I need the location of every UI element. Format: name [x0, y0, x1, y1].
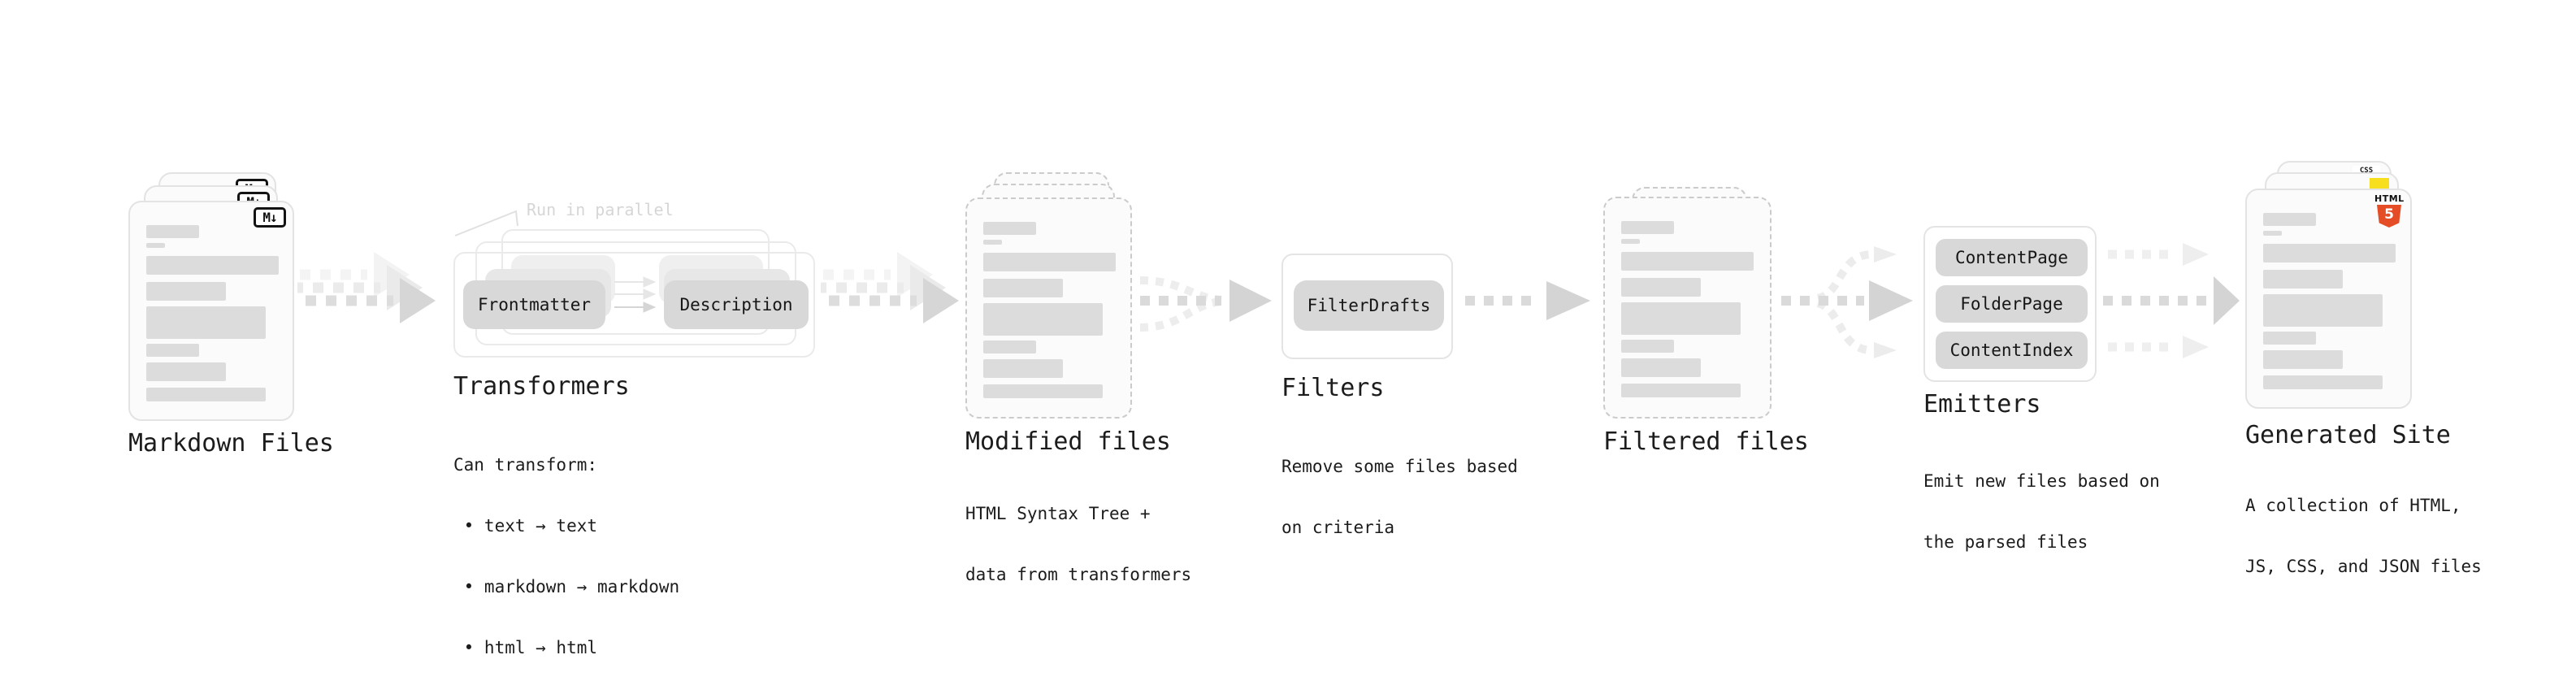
transformers-title: Transformers: [453, 372, 630, 401]
description-line: A collection of HTML,: [2245, 496, 2461, 515]
skeleton-line: [146, 362, 226, 381]
description-line: on criteria: [1281, 518, 1395, 537]
skeleton-line: [2263, 213, 2316, 226]
skeleton-line: [983, 303, 1103, 336]
arrow-transformers-to-modified: [821, 234, 991, 340]
emitters-box: ContentPage FolderPage ContentIndex: [1923, 226, 2097, 382]
emitters-title: Emitters: [1923, 390, 2041, 419]
parallel-arrows-icon: [611, 274, 661, 319]
skeleton-line: [983, 340, 1036, 354]
arrow-filters-to-filtered: [1459, 276, 1597, 325]
annotation-leader-line: [449, 202, 530, 242]
file-card-front: HTML 5: [2245, 189, 2412, 409]
skeleton-line: [983, 240, 1002, 245]
file-card-front: [965, 197, 1132, 419]
generated-site-label: Generated Site: [2245, 421, 2451, 449]
skeleton-line: [1621, 358, 1701, 377]
description-line: Remove some files based: [1281, 457, 1518, 476]
skeleton-line: [2263, 294, 2383, 327]
description-line: • text → text: [453, 516, 598, 536]
skeleton-line: [2263, 375, 2383, 389]
skeleton-line: [146, 388, 266, 401]
skeleton-line: [983, 384, 1103, 398]
filters-box: FilterDrafts: [1281, 254, 1453, 359]
html5-icon-label: HTML: [2374, 193, 2405, 204]
skeleton-line: [2263, 231, 2282, 236]
filterdrafts-pill: FilterDrafts: [1294, 280, 1444, 331]
arrow-modified-to-filters-merge: [1134, 267, 1280, 340]
skeleton-line: [2263, 332, 2316, 345]
description-line: the parsed files: [1923, 532, 2088, 552]
markdown-files-label: Markdown Files: [128, 429, 334, 458]
skeleton-line: [2263, 270, 2343, 288]
html5-shield: 5: [2377, 205, 2401, 228]
modified-files-label: Modified files: [965, 427, 1171, 456]
skeleton-line: [146, 306, 266, 339]
description-line: • html → html: [453, 638, 598, 657]
modified-files-description: HTML Syntax Tree + data from transformer…: [965, 463, 1191, 626]
description-line: • markdown → markdown: [453, 577, 680, 596]
arrow-filtered-to-emitters-fork: [1773, 238, 1919, 363]
description-pill: Description: [664, 280, 809, 329]
html5-icon: HTML 5: [2374, 193, 2404, 228]
description-line: JS, CSS, and JSON files: [2245, 557, 2482, 576]
contentindex-pill: ContentIndex: [1936, 332, 2088, 369]
skeleton-line: [146, 282, 226, 301]
file-card-front: M↓: [128, 201, 294, 421]
run-in-parallel-annotation: Run in parallel: [527, 200, 674, 219]
skeleton-line: [1621, 384, 1741, 397]
skeleton-line: [1621, 239, 1640, 244]
description-line: data from transformers: [965, 565, 1192, 584]
skeleton-line: [2263, 244, 2396, 262]
filtered-files-label: Filtered files: [1603, 427, 1809, 456]
description-line: Can transform:: [453, 455, 598, 475]
skeleton-line: [1621, 340, 1674, 353]
skeleton-line: [1621, 252, 1754, 271]
skeleton-line: [1621, 278, 1701, 297]
folderpage-pill: FolderPage: [1936, 285, 2088, 323]
contentpage-pill: ContentPage: [1936, 239, 2088, 276]
filters-description: Remove some files based on criteria: [1281, 416, 1518, 579]
description-line: Emit new files based on: [1923, 471, 2160, 491]
skeleton-line: [983, 279, 1063, 297]
skeleton-line: [146, 225, 199, 238]
skeleton-line: [2263, 350, 2343, 369]
frontmatter-pill: Frontmatter: [463, 280, 605, 329]
transformers-description: Can transform: • text → text • markdown …: [453, 414, 679, 681]
skeleton-line: [146, 243, 165, 248]
skeleton-line: [1621, 302, 1741, 335]
emitters-description: Emit new files based on the parsed files: [1923, 431, 2160, 593]
filters-title: Filters: [1281, 374, 1385, 402]
transformer-box-front: Frontmatter Description: [453, 252, 815, 358]
markdown-icon: M↓: [254, 207, 286, 228]
skeleton-line: [983, 222, 1036, 235]
arrow-markdown-to-transformers: [297, 234, 468, 340]
file-card-front: [1603, 197, 1772, 419]
arrow-emitters-to-site: [2098, 236, 2244, 366]
skeleton-line: [146, 256, 279, 275]
generated-site-description: A collection of HTML, JS, CSS, and JSON …: [2245, 455, 2482, 618]
skeleton-line: [983, 253, 1116, 271]
skeleton-line: [146, 344, 199, 357]
skeleton-line: [1621, 221, 1674, 234]
skeleton-line: [983, 359, 1063, 378]
description-line: HTML Syntax Tree +: [965, 504, 1151, 523]
